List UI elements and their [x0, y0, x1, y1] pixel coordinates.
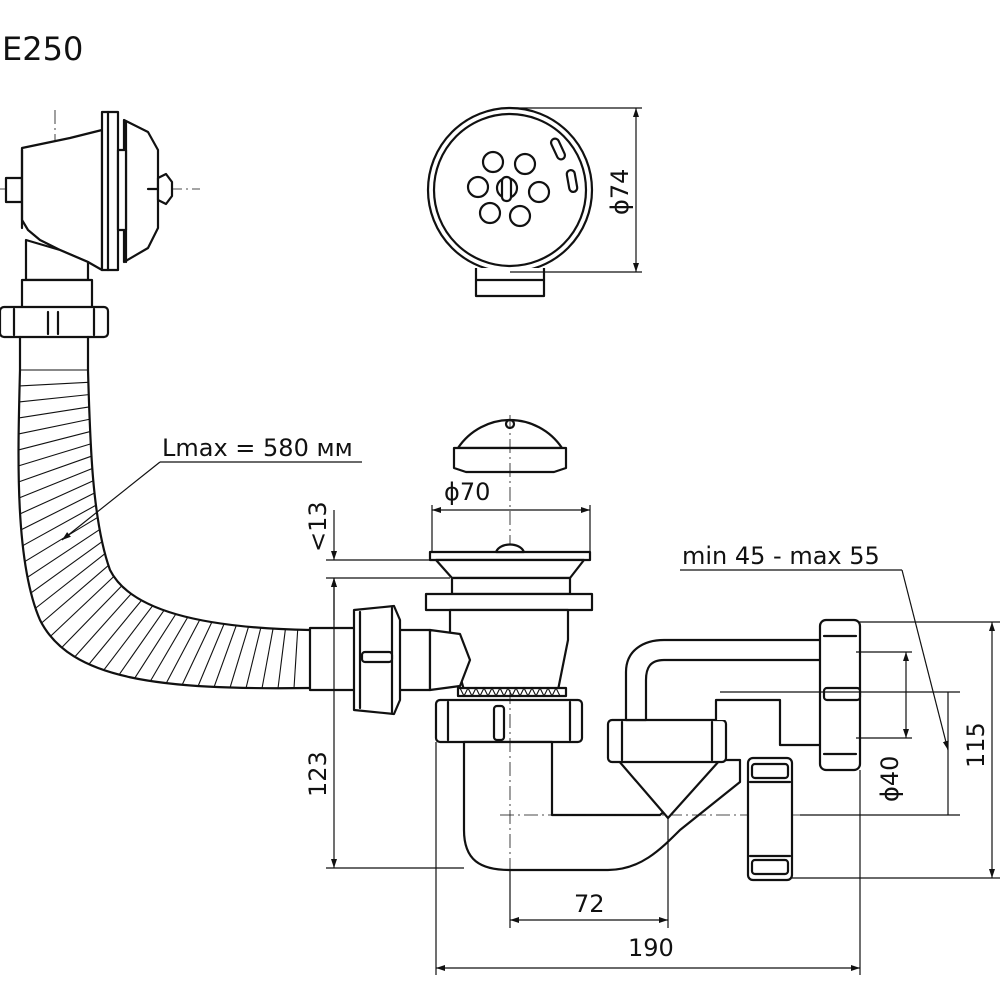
hose-rib	[18, 443, 91, 467]
hose-rib	[50, 576, 115, 637]
overflow-head-side-view	[0, 110, 200, 310]
model-title: E250	[2, 30, 83, 68]
upper-union-nut	[0, 305, 110, 339]
dim-width-72-label: 72	[574, 890, 605, 918]
hose-rib	[27, 529, 100, 578]
hose-rib	[35, 553, 106, 609]
hose-rib	[103, 605, 154, 671]
hose-rib	[18, 431, 91, 451]
hose-rib	[165, 619, 201, 684]
hose-rib	[41, 565, 109, 624]
hose-rib	[61, 585, 123, 648]
hose-rib	[245, 627, 262, 689]
hose-rib	[213, 625, 237, 688]
dim-gap: <13	[304, 501, 450, 620]
dim-plug-width: ϕ70	[431, 478, 591, 555]
hose-rib	[19, 394, 89, 403]
hose-rib	[229, 626, 250, 688]
hose-rib	[134, 613, 177, 679]
hose-rib	[277, 629, 286, 689]
hose-rib	[149, 616, 189, 682]
hose-rib	[18, 418, 90, 435]
hose-rib	[19, 480, 94, 515]
dim-plate-diameter: ϕ74	[606, 169, 634, 215]
hose-length-callout: Lmax = 580 мм	[61, 434, 362, 541]
hose-length-label: Lmax = 580 мм	[162, 434, 353, 462]
dim-outlet-diameter: ϕ40	[856, 651, 912, 802]
corrugated-hose	[17, 335, 312, 690]
hose-rib	[20, 492, 95, 531]
hose-rib	[118, 610, 165, 675]
hose-rib	[197, 623, 225, 687]
plug-stopper	[452, 415, 568, 560]
hose-rib	[18, 455, 92, 483]
hose-rib	[24, 516, 98, 563]
hose-rib	[293, 629, 299, 689]
dim-range-label: min 45 - max 55	[682, 542, 880, 570]
hose-rib	[181, 621, 213, 686]
dim-gap-label: <13	[304, 501, 332, 552]
dim-width-190: 190	[435, 742, 861, 975]
hose-rib	[261, 628, 274, 689]
hose-rib	[19, 381, 89, 387]
dim-height-115: 115	[792, 621, 1000, 879]
dim-outlet-diameter-label: ϕ40	[876, 756, 904, 802]
dim-height-123: 123	[304, 578, 464, 869]
hose-rib	[88, 600, 142, 665]
overflow-plate-front-view: ϕ74	[426, 106, 642, 298]
dim-height-115-label: 115	[962, 722, 990, 768]
hose-rib	[18, 406, 90, 419]
dim-width-72: 72	[509, 818, 669, 928]
dim-range: min 45 - max 55	[680, 542, 960, 816]
dim-height-123-label: 123	[304, 751, 332, 797]
dim-width-190-label: 190	[628, 934, 674, 962]
hose-rib	[22, 504, 97, 547]
drain-body	[308, 543, 594, 716]
hose-rib	[19, 467, 93, 499]
hose-rib	[30, 541, 103, 594]
dim-plug-diameter: ϕ70	[444, 478, 490, 506]
hose-rib	[74, 593, 132, 658]
